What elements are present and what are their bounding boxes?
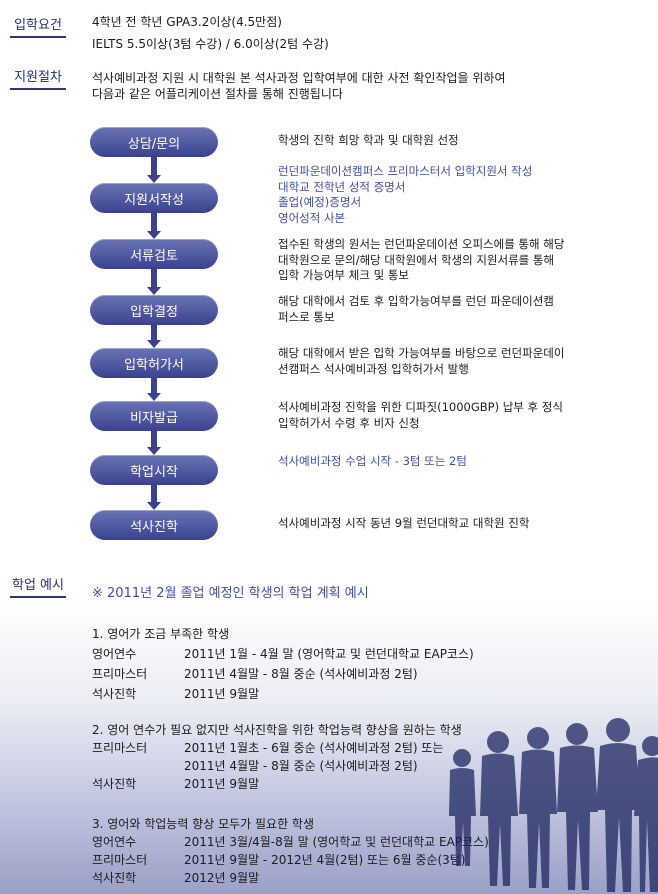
flow-step-admission-letter: 입학허가서	[90, 348, 218, 378]
step-desc-study-start: 석사예비과정 수업 시작 - 3텀 또는 2텀	[278, 454, 467, 468]
people-silhouette-graphic	[449, 718, 658, 892]
flow-arrow-3	[147, 269, 161, 295]
examples-heading: ※ 2011년 2월 졸업 예정인 학생의 학업 계획 예시	[92, 586, 369, 601]
case-1-title: 1. 영어가 조금 부족한 학생	[92, 627, 230, 641]
flow-step-study-start: 학업시작	[90, 455, 218, 485]
flow-arrow-1	[147, 157, 161, 183]
step-desc-admission-letter: 해당 대학에서 받은 입학 가능여부를 바탕으로 런던파운데이 션캠퍼스 석사예…	[278, 346, 565, 376]
flow-arrow-2	[147, 213, 161, 239]
requirement-gpa: 4학년 전 학년 GPA3.2이상(4.5만점)	[92, 15, 282, 29]
procedure-intro-line-1: 석사예비과정 지원 시 대학원 본 석사과정 입학여부에 대한 사전 확인작업을…	[92, 71, 506, 85]
case-2-row-2: 2011년 4월말 - 8월 중순 (석사예비과정 2텀)	[184, 759, 418, 773]
flow-arrow-5	[147, 378, 161, 401]
flow-step-visa: 비자발급	[90, 401, 218, 431]
flow-step-decision: 입학결정	[90, 295, 218, 325]
section-label-procedure: 지원절차	[10, 66, 66, 90]
flow-arrow-4	[147, 325, 161, 348]
flow-step-masters: 석사진학	[90, 510, 218, 540]
case-2-title: 2. 영어 연수가 필요 없지만 석사진학을 위한 학업능력 향상을 원하는 학…	[92, 723, 462, 737]
case-3-title: 3. 영어와 학업능력 향상 모두가 필요한 학생	[92, 817, 315, 831]
step-desc-consult: 학생의 진학 희망 학과 및 대학원 선정	[278, 133, 459, 147]
flow-step-application: 지원서작성	[90, 183, 218, 213]
flow-step-consult: 상담/문의	[90, 127, 218, 157]
flow-arrow-7	[147, 485, 161, 510]
requirement-ielts: IELTS 5.5이상(3텀 수강) / 6.0이상(2텀 수강)	[92, 37, 329, 51]
step-desc-application: 런던파운데이션캠퍼스 프리마스터서 입학지원서 작성 대학교 전학년 성적 증명…	[278, 164, 533, 225]
step-desc-masters: 석사예비과정 시작 동년 9월 런던대학교 대학원 진학	[278, 516, 530, 530]
section-label-requirements: 입학요건	[10, 14, 66, 38]
flow-step-review: 서류검토	[90, 239, 218, 269]
step-desc-decision: 해당 대학에서 검토 후 입학가능여부를 런던 파운데이션캠 퍼스로 통보	[278, 294, 554, 324]
flow-arrow-6	[147, 431, 161, 455]
step-desc-review: 접수된 학생의 원서는 런던파운데이션 오피스에를 통해 해당 대학원으로 문의…	[278, 237, 565, 282]
section-label-examples: 학업 예시	[10, 574, 66, 598]
step-desc-visa: 석사예비과정 진학을 위한 디파짓(1000GBP) 납부 후 정식 입학허가서…	[278, 400, 563, 430]
procedure-intro-line-2: 다음과 같은 어플리케이션 절차를 통해 진행됩니다	[92, 87, 343, 101]
